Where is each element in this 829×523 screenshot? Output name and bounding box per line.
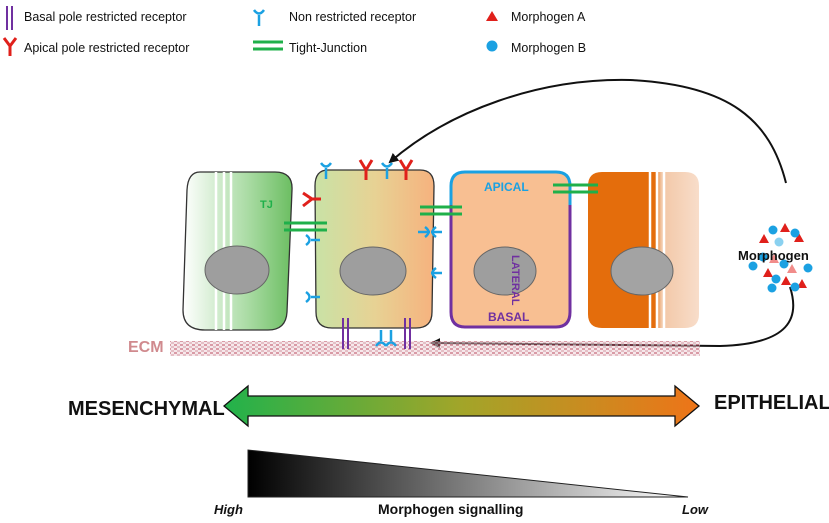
legend-nonrestricted-receptor-icon (252, 9, 266, 26)
morphogen-label: Morphogen (738, 248, 809, 263)
basal-label: BASAL (488, 310, 530, 324)
cell-3-apical-membrane (449, 170, 572, 205)
high-label: High (214, 502, 243, 517)
mesenchymal-label: MESENCHYMAL (68, 398, 225, 420)
ecm-band (170, 341, 700, 356)
tight-junction-3-4 (553, 183, 598, 194)
low-label: Low (682, 502, 708, 517)
legend-morphogen-a-label: Morphogen A (511, 10, 586, 24)
cell-4-nucleus (610, 246, 674, 296)
legend-tight-junction-icon (253, 40, 283, 51)
cell-2-basal-receptors (342, 318, 411, 349)
signalling-gradient-wedge (247, 449, 689, 498)
cell-2-nucleus (339, 246, 407, 296)
cell-3-nucleus (473, 246, 537, 296)
cell-2-apical-receptors (358, 159, 414, 180)
legend-tj-label: Tight-Junction (289, 41, 368, 55)
tight-junction-1-2 (284, 221, 327, 232)
legend-morphogen-b-label: Morphogen B (511, 41, 587, 55)
mesenchymal-epithelial-arrow (222, 384, 701, 428)
legend-morphogen-b-icon (486, 40, 498, 52)
cell-2-nonrestricted-receptors (305, 162, 442, 347)
cell-1-nucleus (204, 245, 270, 295)
epithelial-label: EPITHELIAL (714, 392, 829, 414)
legend-apical-label: Apical pole restricted receptor (24, 41, 190, 55)
morphogen-cluster (748, 223, 813, 293)
cell-3-basolateral-membrane (449, 205, 572, 329)
ecm-label: ECM (128, 339, 164, 356)
legend-nonrestricted-label: Non restricted receptor (289, 10, 417, 24)
cell-2-lateral-apical-receptor (302, 191, 321, 208)
apical-label: APICAL (484, 180, 529, 194)
feedback-arrow-top (388, 78, 787, 184)
feedback-arrow-bottom (430, 286, 795, 349)
tj-label: TJ (260, 199, 273, 211)
tight-junction-2-3 (420, 205, 462, 216)
lateral-label: LATERAL (509, 255, 521, 306)
legend-basal-label: Basal pole restricted receptor (24, 10, 187, 24)
legend-morphogen-a-icon (486, 11, 498, 21)
legend-basal-receptor-icon (6, 6, 13, 30)
legend-apical-receptor-icon (2, 37, 18, 56)
signalling-label: Morphogen signalling (378, 501, 524, 517)
